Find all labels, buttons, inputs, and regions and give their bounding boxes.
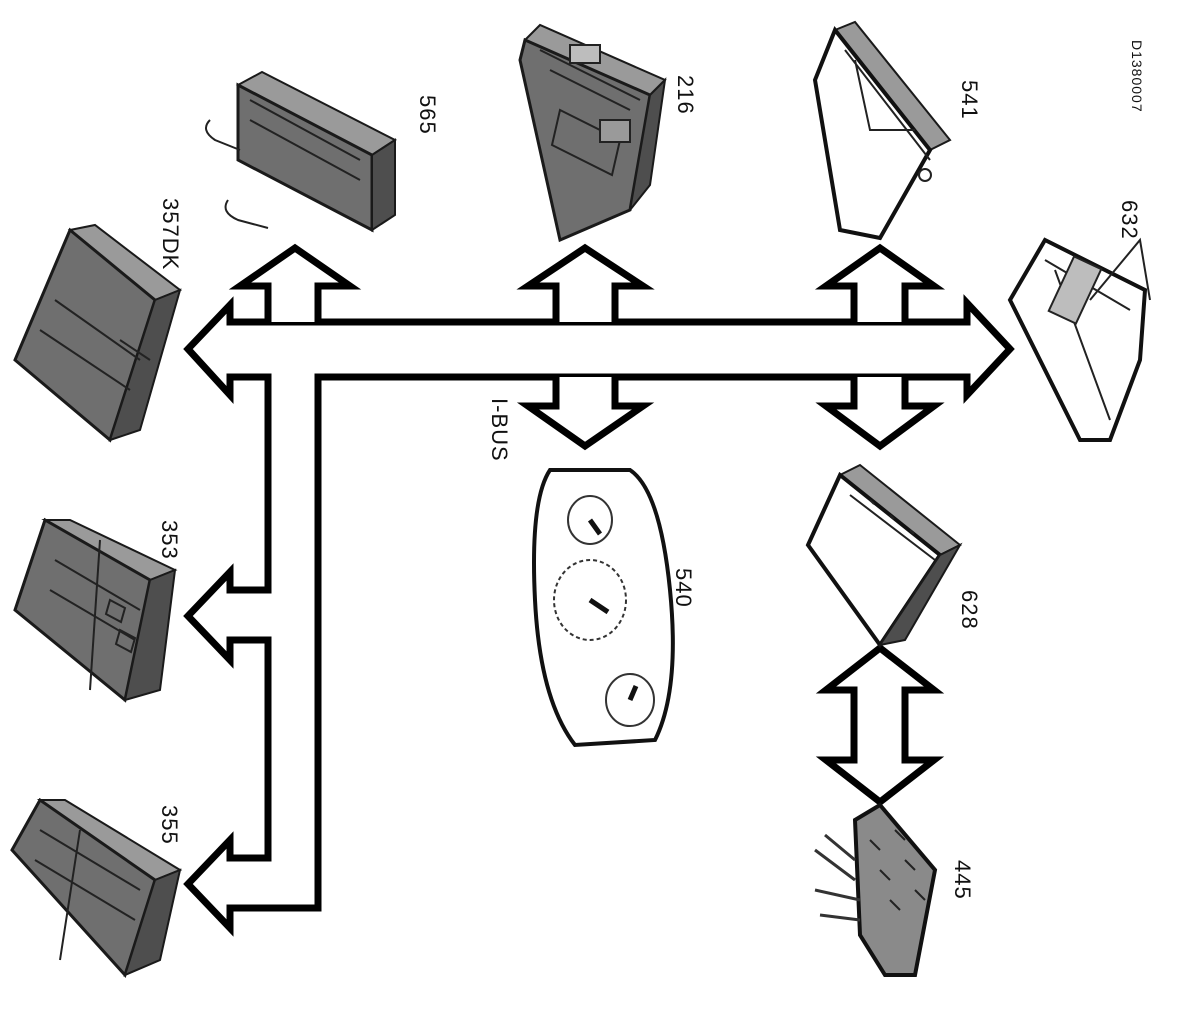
arrow-to-216 xyxy=(516,243,655,322)
module-541-illustration xyxy=(812,20,952,241)
label-565: 565 xyxy=(415,95,440,135)
module-632-illustration xyxy=(1007,237,1151,442)
labels: 565 357DK 353 355 216 I-BUS 540 541 632 … xyxy=(157,40,1145,900)
module-628-illustration xyxy=(805,463,963,649)
module-565-illustration xyxy=(205,70,397,233)
label-353: 353 xyxy=(157,520,182,560)
module-353-illustration xyxy=(13,517,178,703)
label-ibus: I-BUS xyxy=(487,398,512,462)
arrow-to-540 xyxy=(516,377,655,451)
label-628: 628 xyxy=(957,590,982,630)
figure-code: D1380007 xyxy=(1129,40,1145,113)
module-216-illustration xyxy=(518,23,667,243)
label-216: 216 xyxy=(673,75,698,115)
arrow-to-628 xyxy=(815,377,945,451)
module-540-illustration xyxy=(532,468,675,748)
label-540: 540 xyxy=(671,568,696,608)
label-632: 632 xyxy=(1117,200,1142,240)
module-445-illustration xyxy=(814,802,938,977)
label-357dk: 357DK xyxy=(158,198,183,270)
module-355-illustration xyxy=(10,797,183,978)
double-arrow-628-445 xyxy=(815,643,945,807)
label-445: 445 xyxy=(950,860,975,900)
label-355: 355 xyxy=(157,805,182,845)
arrow-to-565 xyxy=(228,243,362,322)
arrow-to-541 xyxy=(814,243,946,322)
module-357dk-illustration xyxy=(13,223,183,443)
label-541: 541 xyxy=(957,80,982,120)
